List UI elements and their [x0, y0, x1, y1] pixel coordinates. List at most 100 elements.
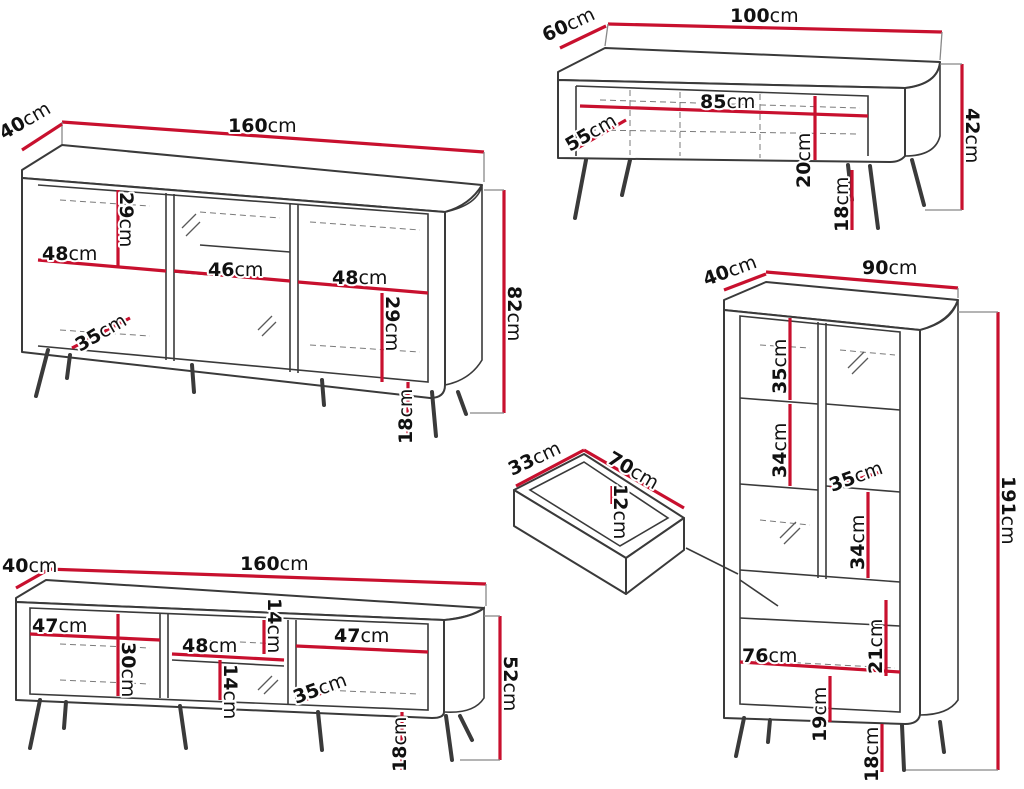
sideboard-leg-height-label: 18cm [395, 389, 417, 444]
sideboard-depth-label: 40cm [0, 98, 54, 145]
dimension-unit: cm [888, 257, 917, 279]
dimension-value: 35 [769, 368, 791, 394]
dimension-unit: cm [831, 177, 853, 206]
coffee-table-inner-height-label: 20cm [793, 133, 815, 188]
sideboard-right-shelf-height-label: 29cm [381, 296, 403, 351]
tv-stand-depth-label: 40cm [2, 555, 57, 577]
dimension-unit: cm [609, 510, 631, 539]
dimension-value: 34 [769, 452, 791, 478]
sideboard-height-label: 82cm [503, 286, 525, 341]
display-cabinet-drawer-compartment-height-label: 21cm [865, 619, 887, 674]
dimension-unit: cm [58, 615, 87, 637]
display-cabinet-depth-label: 40cm [700, 251, 760, 291]
display-cabinet-right-shelf-height-label: 34cm [847, 515, 869, 570]
sideboard-width-label: 160cm [228, 115, 297, 137]
display-cabinet-bottom-height-label: 19cm [809, 687, 831, 742]
dimension-value: 82 [503, 286, 525, 312]
tv-stand-middle-width-label: 48cm [182, 635, 237, 657]
dimension-value: 18 [395, 418, 417, 444]
coffee-table-leg-height-label: 18cm [831, 177, 853, 232]
sideboard-left-width-label: 48cm [42, 243, 97, 265]
dimension-unit: cm [219, 690, 241, 719]
sideboard-right-width-label: 48cm [332, 267, 387, 289]
dimension-value: 48 [42, 243, 68, 265]
dimension-value: 52 [499, 656, 521, 682]
dimension-value: 90 [862, 257, 888, 279]
tv-stand-width-label: 160cm [240, 553, 309, 575]
dimension-value: 29 [115, 192, 137, 218]
dimension-value: 40 [2, 555, 28, 577]
dimension-value: 47 [334, 625, 360, 647]
dimension-value: 48 [182, 635, 208, 657]
dimension-value: 14 [219, 664, 241, 690]
display-cabinet-shelf1-height-label: 35cm [769, 339, 791, 394]
dimension-unit: cm [358, 267, 387, 289]
dimension-value: 21 [865, 648, 887, 674]
display-cabinet-drawing [723, 270, 1000, 772]
dimension-value: 160 [228, 115, 268, 137]
tv-stand-top-niche-height-label: 14cm [263, 598, 285, 653]
dimension-unit: cm [360, 625, 389, 647]
dimension-value: 34 [847, 544, 869, 570]
dimension-unit: cm [280, 553, 309, 575]
coffee-table-inner-width-label: 85cm [700, 91, 755, 113]
dimension-unit: cm [770, 5, 799, 27]
tv-stand-right-depth-label: 35cm [290, 669, 350, 709]
tv-stand-height-label: 52cm [499, 656, 521, 711]
sideboard-left-shelf-height-label: 29cm [115, 192, 137, 247]
dimension-value: 18 [389, 746, 411, 772]
display-cabinet-bottom-width-label: 76cm [742, 645, 797, 667]
tv-stand-left-height-label: 30cm [117, 642, 139, 697]
dimension-unit: cm [395, 389, 417, 418]
tv-stand-right-width-label: 47cm [334, 625, 389, 647]
dimension-value: 29 [381, 296, 403, 322]
dimension-unit: cm [769, 339, 791, 368]
sideboard-middle-width-label: 46cm [208, 259, 263, 281]
dimension-unit: cm [503, 312, 525, 341]
dimension-unit: cm [315, 669, 350, 700]
dimension-unit: cm [865, 619, 887, 648]
dimension-value: 191 [997, 476, 1019, 516]
coffee-table-depth-label: 60cm [539, 3, 599, 46]
dimension-value: 85 [700, 91, 726, 113]
dimension-value: 47 [32, 615, 58, 637]
dimension-value: 18 [831, 206, 853, 232]
display-cabinet-leg-height-label: 18cm [861, 727, 883, 782]
display-cabinet-width-label: 90cm [862, 257, 917, 279]
dimension-value: 42 [961, 108, 983, 134]
display-cabinet-shelf2-height-label: 34cm [769, 423, 791, 478]
tv-stand-drawing [15, 567, 502, 770]
dimension-unit: cm [268, 115, 297, 137]
dimension-value: 20 [793, 162, 815, 188]
dimension-value: 100 [730, 5, 770, 27]
dimension-value: 46 [208, 259, 234, 281]
dimension-unit: cm [208, 635, 237, 657]
dimension-value: 48 [332, 267, 358, 289]
dimension-unit: cm [68, 243, 97, 265]
tv-stand-left-width-label: 47cm [32, 615, 87, 637]
sideboard-drawing [21, 120, 506, 438]
coffee-table-width-label: 100cm [730, 5, 799, 27]
drawer-height-label: 12cm [609, 484, 631, 539]
tv-stand-leg-height-label: 18cm [389, 717, 411, 772]
dimension-unit: cm [769, 423, 791, 452]
dimension-unit: cm [499, 682, 521, 711]
dimension-unit: cm [768, 645, 797, 667]
dimension-unit: cm [117, 668, 139, 697]
display-cabinet-height-label: 191cm [997, 476, 1019, 545]
dimension-unit: cm [861, 727, 883, 756]
dimension-unit: cm [793, 133, 815, 162]
dimension-value: 18 [861, 756, 883, 782]
dimension-value: 19 [809, 716, 831, 742]
coffee-table-drawing [557, 22, 964, 230]
dimension-value: 30 [117, 642, 139, 668]
dimension-unit: cm [389, 717, 411, 746]
dimension-unit: cm [28, 555, 57, 577]
dimension-unit: cm [809, 687, 831, 716]
dimension-unit: cm [847, 515, 869, 544]
tv-stand-middle-height-label: 14cm [219, 664, 241, 719]
dimension-unit: cm [234, 259, 263, 281]
dimension-value: 12 [609, 484, 631, 510]
dimension-unit: cm [263, 624, 285, 653]
